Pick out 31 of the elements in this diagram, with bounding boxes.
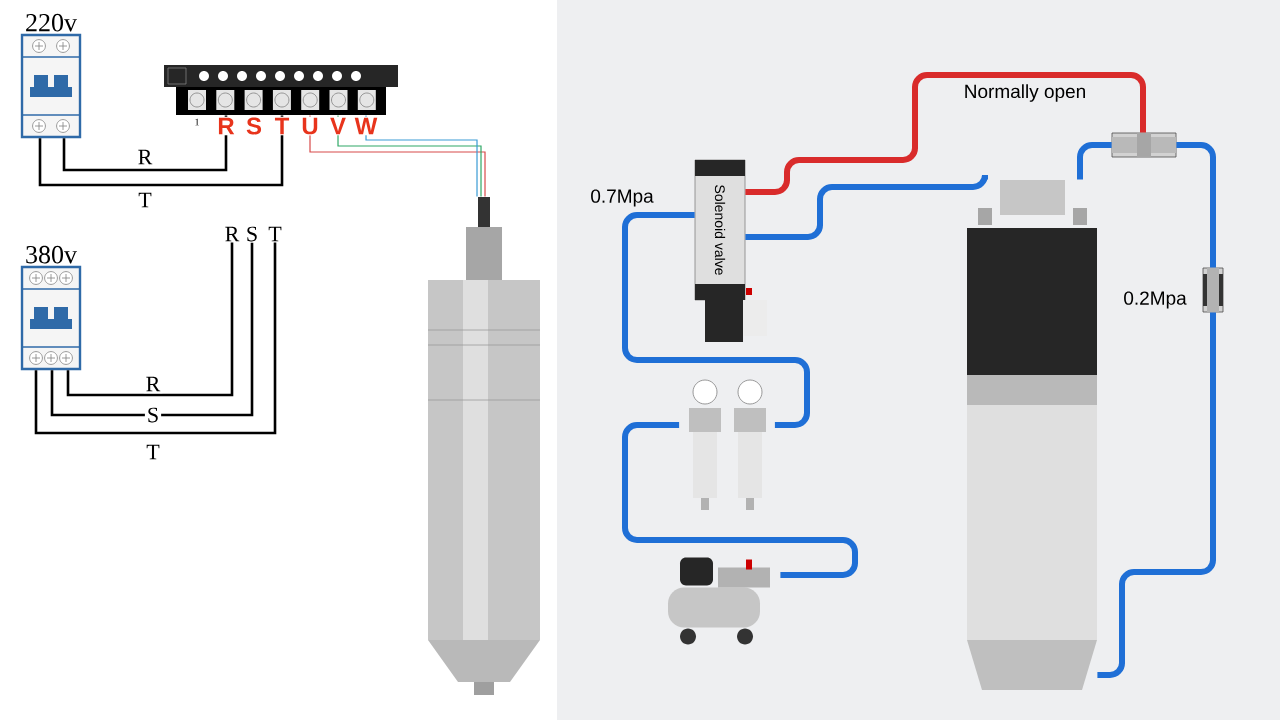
throttle-valve xyxy=(1202,267,1224,313)
wire xyxy=(34,242,277,435)
spindle-motor-drawing xyxy=(427,197,541,695)
circuit-breaker: 380v xyxy=(20,245,82,371)
air-tube xyxy=(745,72,1146,195)
wire-label: R xyxy=(225,226,240,242)
edge-label: 0.7Mpa xyxy=(588,187,656,209)
filter-regulator-drawing xyxy=(689,379,766,510)
wire xyxy=(337,114,482,198)
spindle-drawing xyxy=(967,180,1097,690)
air-tube xyxy=(622,422,858,578)
circuit-breaker: 220v xyxy=(20,13,82,139)
tee-fitting-drawing xyxy=(1111,132,1177,158)
node-label: 380v xyxy=(26,245,78,264)
terminal-number: 1 xyxy=(195,118,199,126)
terminal-block-drawing xyxy=(164,65,398,115)
air-tube xyxy=(1176,142,1216,268)
wire-label: S xyxy=(247,226,257,242)
wire xyxy=(62,115,228,172)
air-tube xyxy=(745,172,988,240)
wire xyxy=(50,242,254,417)
node-label: 220v xyxy=(26,13,78,32)
wire xyxy=(66,242,234,397)
wire xyxy=(38,115,284,187)
air-compressor-drawing xyxy=(668,557,770,645)
edge-label: Normally open xyxy=(961,82,1089,104)
wire-label: T xyxy=(268,226,282,242)
wire xyxy=(309,114,486,198)
edge-label: 0.2Mpa xyxy=(1121,289,1189,311)
wire xyxy=(365,114,478,198)
solenoid-valve: Solenoid valve xyxy=(694,159,767,342)
